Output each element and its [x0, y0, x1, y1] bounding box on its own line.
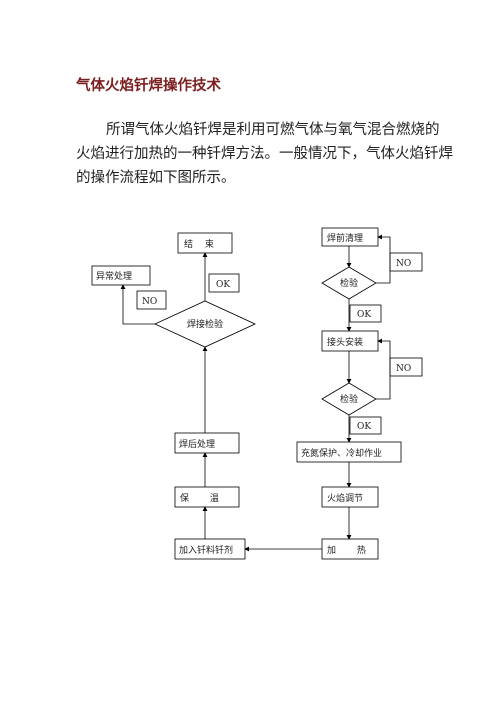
flow-connectors [120, 234, 391, 552]
node-heating: 加 热 [321, 538, 379, 560]
node-post-weld-label: 焊后处理 [179, 438, 215, 450]
node-add-filler: 加入钎料钎剂 [174, 538, 246, 560]
node-end: 结 束 [177, 232, 233, 254]
node-inspect-weld-label: 焊接检验 [187, 318, 223, 330]
node-check-1-label: 检验 [340, 277, 358, 289]
no-label-left: NO [142, 297, 157, 307]
node-inspect-weld: 焊接检验 [154, 300, 256, 348]
label-no-right-1: NO [389, 252, 423, 272]
label-ok-right-1: OK [349, 304, 382, 323]
node-post-weld: 焊后处理 [174, 432, 240, 454]
node-check-1: 检验 [321, 266, 377, 300]
document-title: 气体火焰钎焊操作技术 [76, 78, 221, 94]
no-label-right-2: NO [396, 364, 411, 374]
node-pre-clean-label: 焊前清理 [327, 232, 363, 244]
paragraph-line-3: 的操作流程如下图所示。 [76, 170, 236, 186]
no-label-right-1: NO [396, 259, 411, 269]
node-end-label: 结 束 [184, 238, 214, 250]
ok-label-right-2: OK [357, 422, 371, 432]
node-check-2-label: 检验 [340, 393, 358, 405]
node-check-2: 检验 [321, 382, 377, 416]
node-add-filler-label: 加入钎料钎剂 [179, 544, 233, 556]
paragraph-line-2: 火焰进行加热的一种钎焊方法。一般情况下，气体火焰钎焊 [76, 146, 453, 162]
paragraph-line-1: 所谓气体火焰钎焊是利用可燃气体与氧气混合燃烧的 [106, 122, 440, 138]
label-ok-right-2: OK [349, 416, 382, 435]
ok-label-left: OK [216, 280, 230, 290]
node-flame-adjust: 火焰调节 [321, 486, 379, 508]
label-no-right-2: NO [389, 357, 423, 377]
node-joint-install-label: 接头安装 [327, 336, 363, 348]
node-abnormal: 异常处理 [91, 265, 151, 286]
node-nitrogen-label: 充氮保护、冷却作业 [301, 447, 382, 459]
intro-paragraph: 所谓气体火焰钎焊是利用可燃气体与氧气混合燃烧的 火焰进行加热的一种钎焊方法。一般… [76, 118, 453, 190]
ok-label-right-1: OK [357, 310, 371, 320]
node-joint-install: 接头安装 [321, 330, 379, 352]
node-keep-temp-label: 保 温 [180, 492, 219, 504]
node-keep-temp: 保 温 [174, 486, 240, 508]
node-flame-adjust-label: 火焰调节 [327, 492, 363, 504]
node-heating-label: 加 热 [327, 544, 366, 556]
node-pre-clean: 焊前清理 [321, 227, 379, 247]
label-no-left: NO [136, 290, 167, 310]
node-nitrogen: 充氮保护、冷却作业 [296, 441, 402, 463]
node-abnormal-label: 异常处理 [96, 270, 132, 282]
label-ok-left: OK [208, 273, 240, 293]
